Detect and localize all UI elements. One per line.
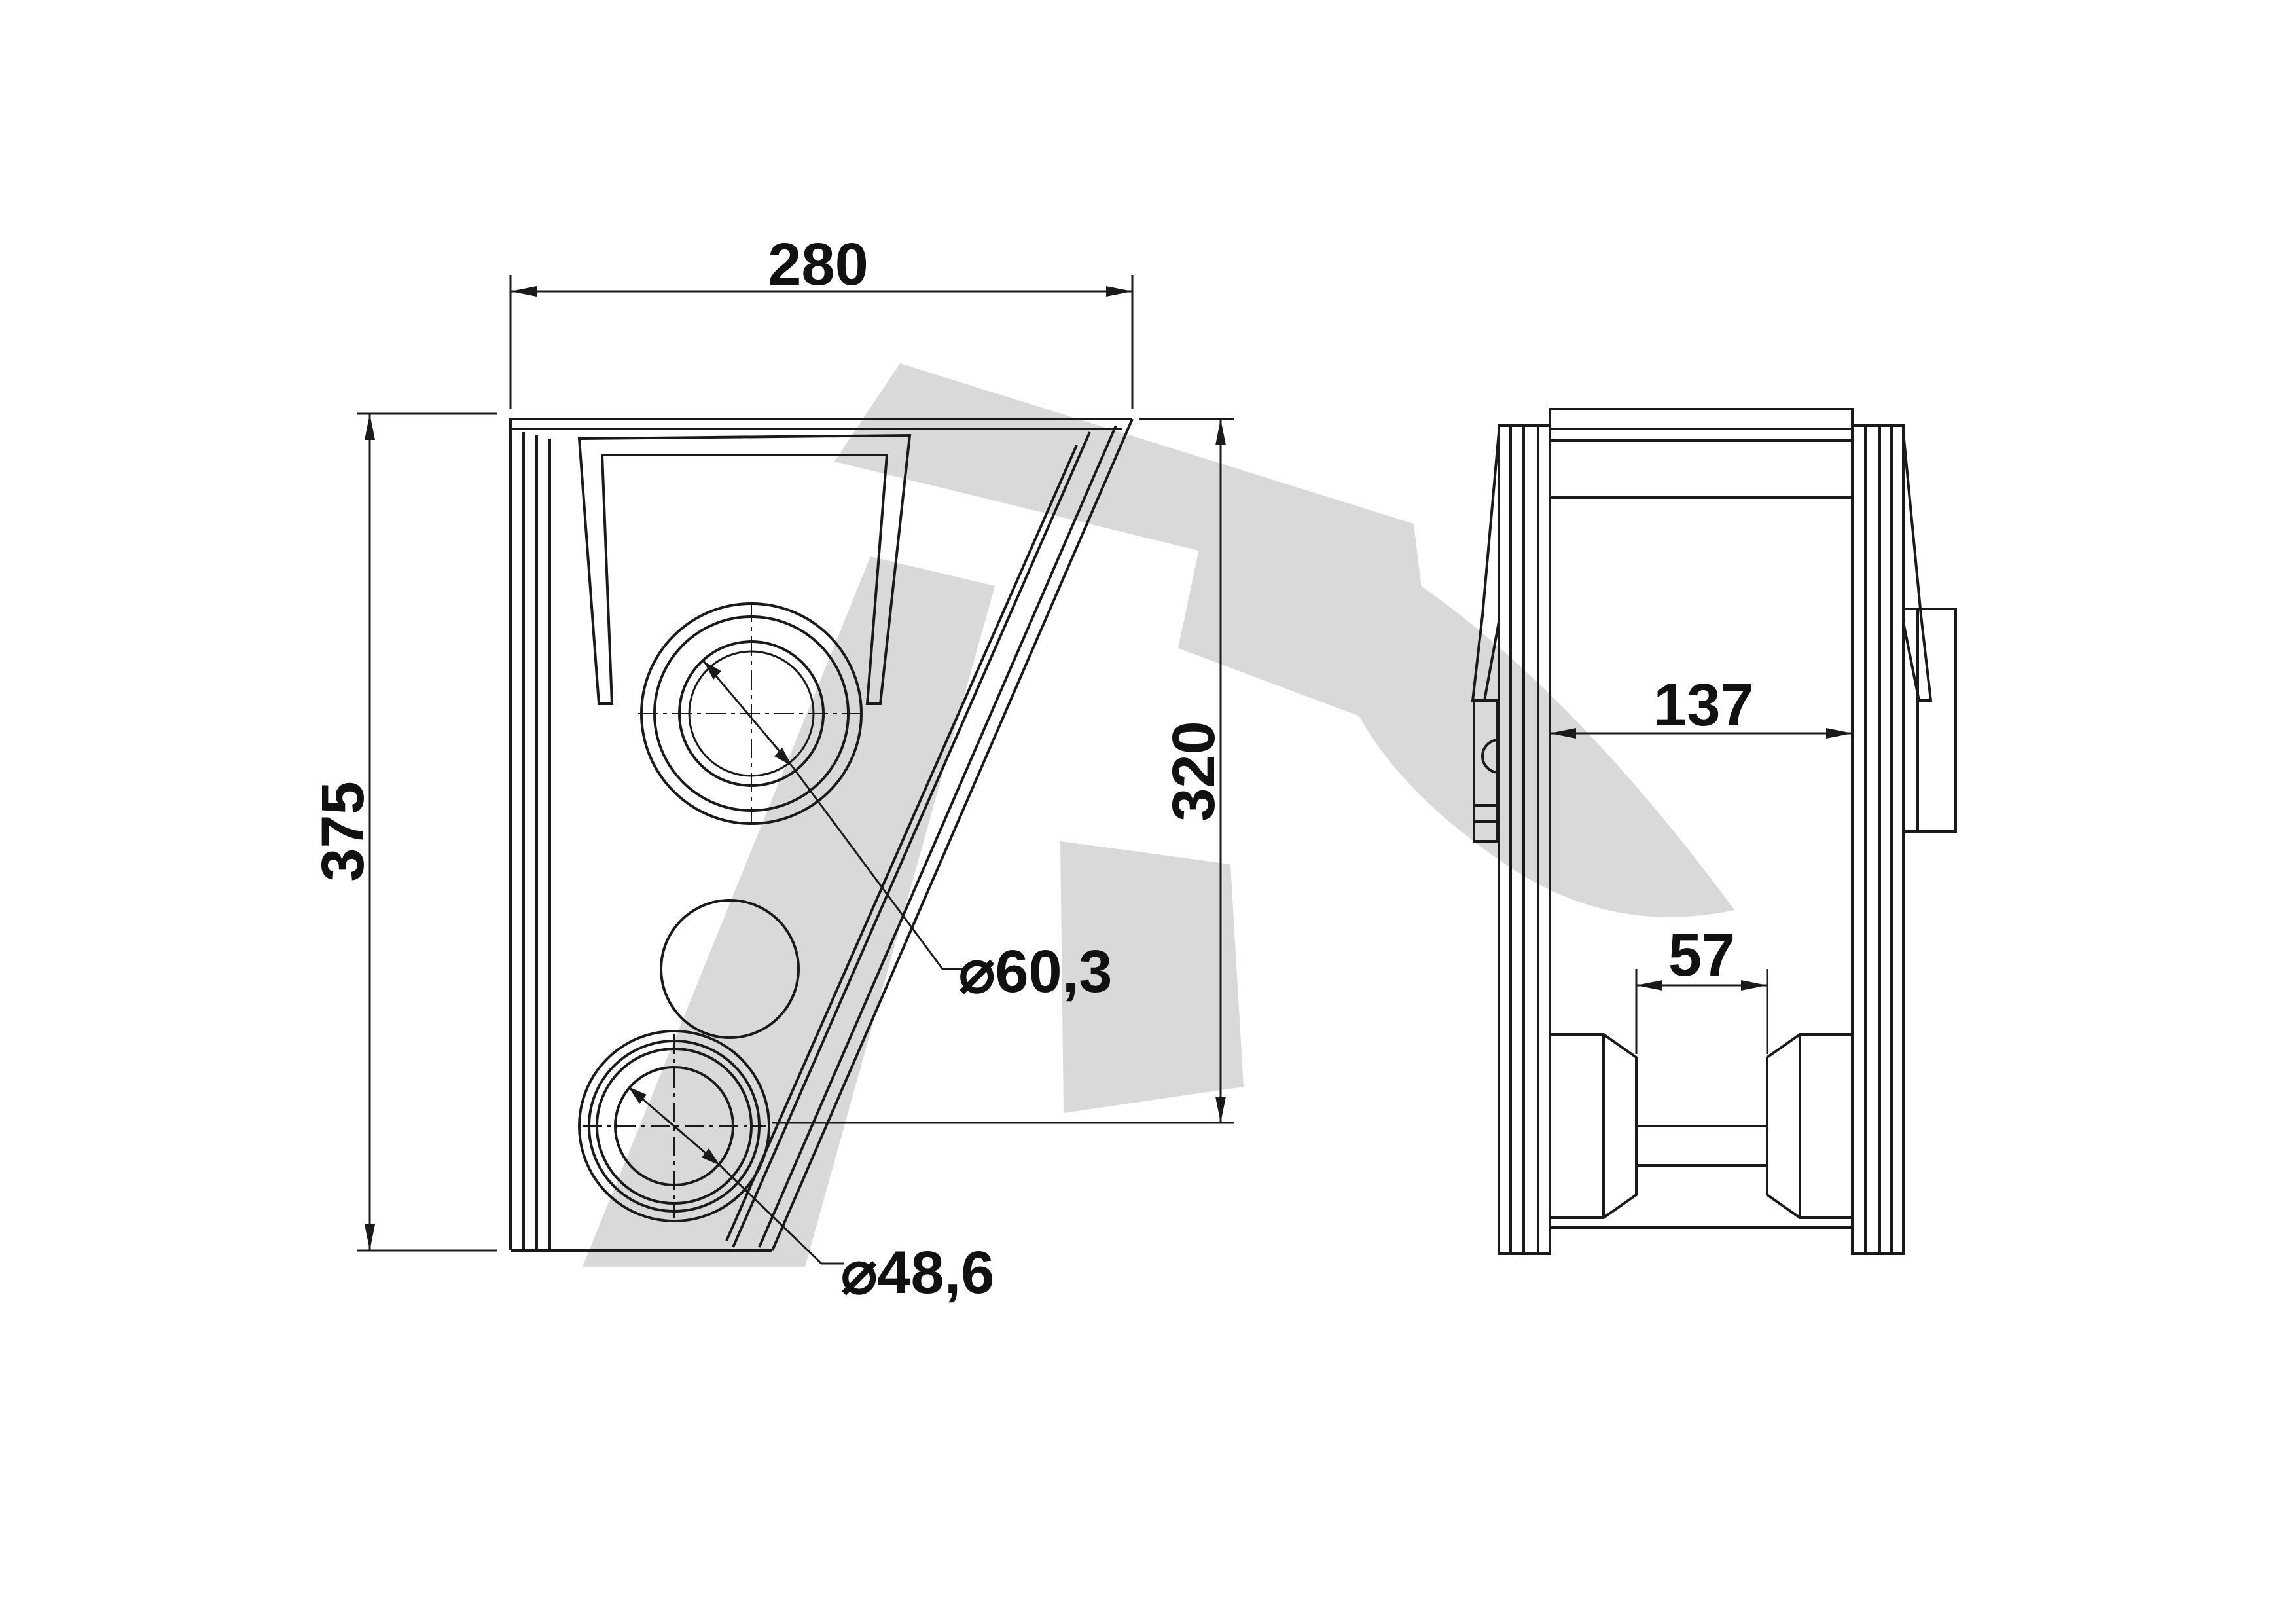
dimension-height-total xyxy=(357,412,497,1252)
dimension-label-375: 375 xyxy=(310,781,376,882)
diameter-leader-upper xyxy=(702,661,965,970)
tt-logo-watermark xyxy=(583,363,1734,1267)
dimension-width-top xyxy=(509,275,1134,409)
diameter-label-lower: ⌀48,6 xyxy=(841,1239,994,1306)
dimension-inner-width xyxy=(1550,728,1852,739)
dimension-height-right xyxy=(772,418,1234,1124)
diameter-leader-lower xyxy=(628,1085,844,1265)
center-lines xyxy=(583,602,864,1218)
diameter-label-upper: ⌀60,3 xyxy=(959,938,1112,1005)
side-view xyxy=(1471,408,1957,1255)
dimension-label-320: 320 xyxy=(1160,721,1227,822)
dimension-label-57: 57 xyxy=(1668,922,1735,989)
dimension-roller-gap xyxy=(1635,969,1768,1054)
dimension-label-137: 137 xyxy=(1653,672,1754,739)
dimension-label-280: 280 xyxy=(768,231,869,298)
